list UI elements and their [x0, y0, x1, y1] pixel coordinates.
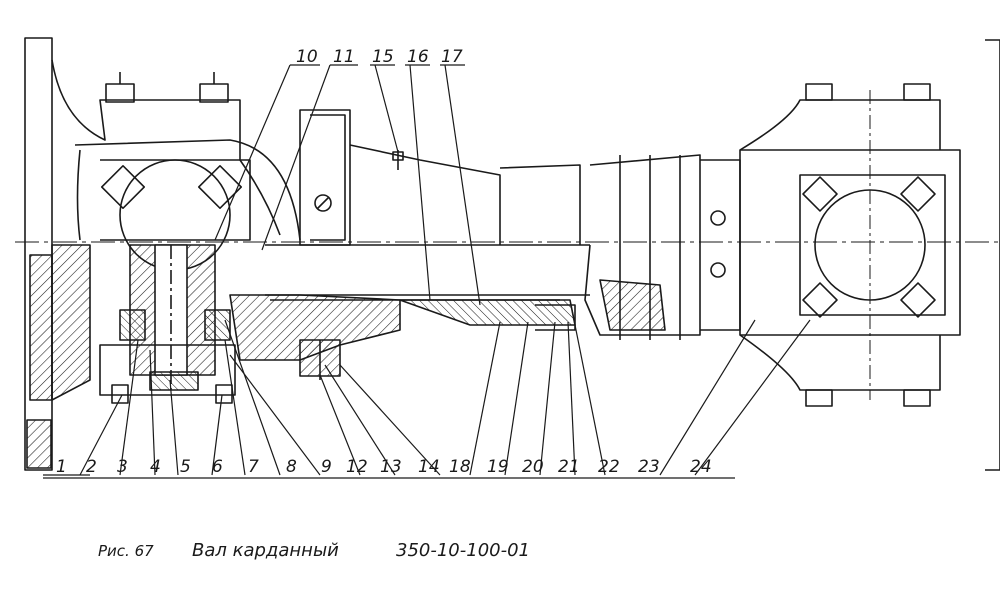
leader-lines — [43, 64, 811, 479]
callout-3: 3 — [117, 457, 128, 477]
callout-7: 7 — [248, 457, 259, 477]
callout-18: 18 — [449, 457, 471, 477]
top-callouts: 10 11 15 16 17 — [296, 47, 463, 67]
shaft-upper — [299, 109, 581, 246]
figure-caption: Рис. 67 Вал карданный 350-10-100-01 — [98, 540, 530, 561]
callout-4: 4 — [150, 457, 161, 477]
left-yoke-housing — [51, 59, 301, 404]
callout-23: 23 — [638, 457, 660, 477]
callout-11: 11 — [333, 47, 355, 67]
callout-12: 12 — [346, 457, 368, 477]
slip-sleeve — [229, 244, 590, 380]
callout-2: 2 — [86, 457, 97, 477]
callout-15: 15 — [372, 47, 394, 67]
callout-8: 8 — [286, 457, 297, 477]
callout-6: 6 — [212, 457, 223, 477]
callout-9: 9 — [321, 457, 332, 477]
callout-14: 14 — [418, 457, 440, 477]
callout-1: 1 — [56, 457, 67, 477]
callout-20: 20 — [522, 457, 544, 477]
callout-13: 13 — [380, 457, 402, 477]
part-number: 350-10-100-01 — [396, 540, 530, 561]
callout-21: 21 — [558, 457, 580, 477]
figure-number: Рис. 67 — [98, 542, 154, 560]
bottom-callouts: 1 2 3 4 5 6 7 8 9 12 13 14 18 19 20 21 2… — [56, 457, 712, 477]
callout-22: 22 — [598, 457, 620, 477]
callout-10: 10 — [296, 47, 318, 67]
drawing-geometry — [15, 37, 1000, 479]
callout-19: 19 — [487, 457, 509, 477]
callout-24: 24 — [690, 457, 712, 477]
figure-title: Вал карданный — [192, 540, 339, 561]
callout-16: 16 — [407, 47, 429, 67]
callout-17: 17 — [441, 47, 463, 67]
left-flange — [24, 37, 53, 471]
right-yoke — [584, 39, 1000, 471]
callout-5: 5 — [180, 457, 191, 477]
